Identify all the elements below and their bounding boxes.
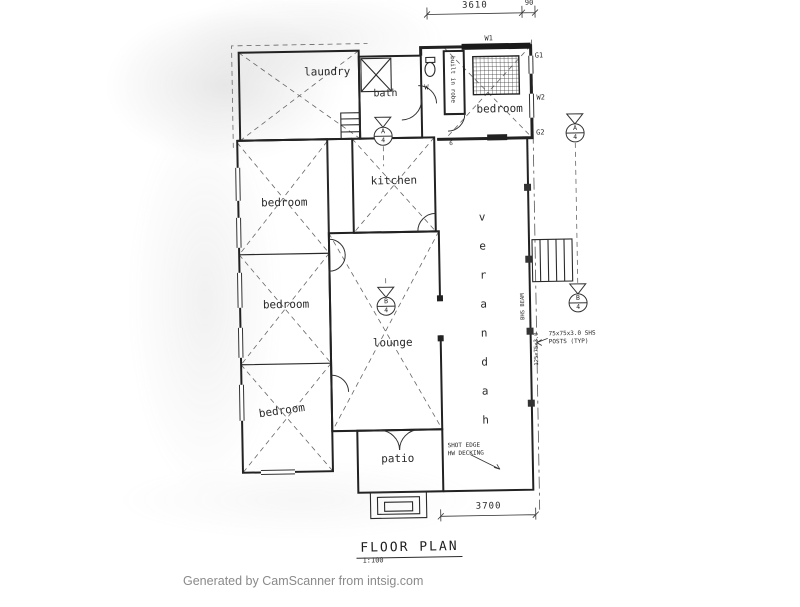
annotation-deck-line2: HW DECKING: [447, 449, 484, 458]
annotation-posts-line1: 75x75x3.0 SHS: [548, 329, 596, 338]
fixtures-group: [360, 55, 535, 407]
drawing-scale: 1:100: [362, 556, 384, 565]
section-marker-a2-number: 4: [573, 132, 578, 141]
room-label-robe: built in robe: [448, 55, 457, 104]
room-label-patio: patio: [381, 451, 415, 466]
room-label-bath: bath: [373, 88, 398, 100]
doors-group: [328, 85, 508, 451]
interior-walls-group: [239, 139, 332, 366]
windows-group: [235, 55, 535, 475]
window-tag-w1: W1: [484, 34, 493, 43]
annotation-beam-size: 125x75x3.0: [533, 332, 541, 366]
dimension-bottom: 3700: [475, 501, 502, 512]
room-label-bedroom-1: bedroom: [260, 195, 308, 210]
dimension-top-offset: 90: [524, 0, 534, 7]
room-label-bedroom-2: bedroom: [262, 297, 310, 312]
section-marker-b1-number: 4: [384, 306, 389, 315]
section-marker-b2-number: 4: [576, 302, 581, 311]
annotation-deck-line1: SHOT EDGE: [447, 441, 481, 450]
drawing-title: FLOOR PLAN: [356, 535, 463, 559]
section-marker-a1-letter: A: [381, 127, 386, 136]
window-tag-g2: G2: [536, 128, 545, 137]
window-tag-w2: W2: [536, 93, 545, 102]
stairs-group: [340, 112, 574, 520]
room-label-lounge: lounge: [372, 335, 413, 350]
walls-group: [236, 42, 535, 494]
leader-lines-group: [470, 338, 548, 470]
dimension-top: 3610: [461, 0, 488, 11]
camscanner-watermark: Generated by CamScanner from intsig.com: [183, 574, 424, 588]
section-marker-b2-letter: B: [575, 293, 581, 302]
dimension-lines-group: [423, 5, 540, 522]
section-marker-a2-letter: A: [572, 123, 578, 132]
roof-dashed-lines: [231, 43, 579, 474]
section-marker-b1-letter: B: [383, 297, 389, 306]
room-label-bedroom-tr: bedroom: [476, 101, 523, 116]
window-tag-g1: G1: [534, 51, 544, 60]
window-tag-w: W: [424, 83, 429, 92]
annotation-posts-line2: POSTS (TYP): [548, 337, 589, 346]
annotation-beam: BHS BEAM: [519, 293, 527, 320]
section-markers-group: [373, 113, 588, 316]
section-marker-a1-number: 4: [381, 136, 386, 145]
room-label-kitchen: kitchen: [370, 173, 418, 188]
room-label-laundry: laundry: [303, 64, 351, 79]
door-tag-6: 6: [449, 140, 453, 148]
